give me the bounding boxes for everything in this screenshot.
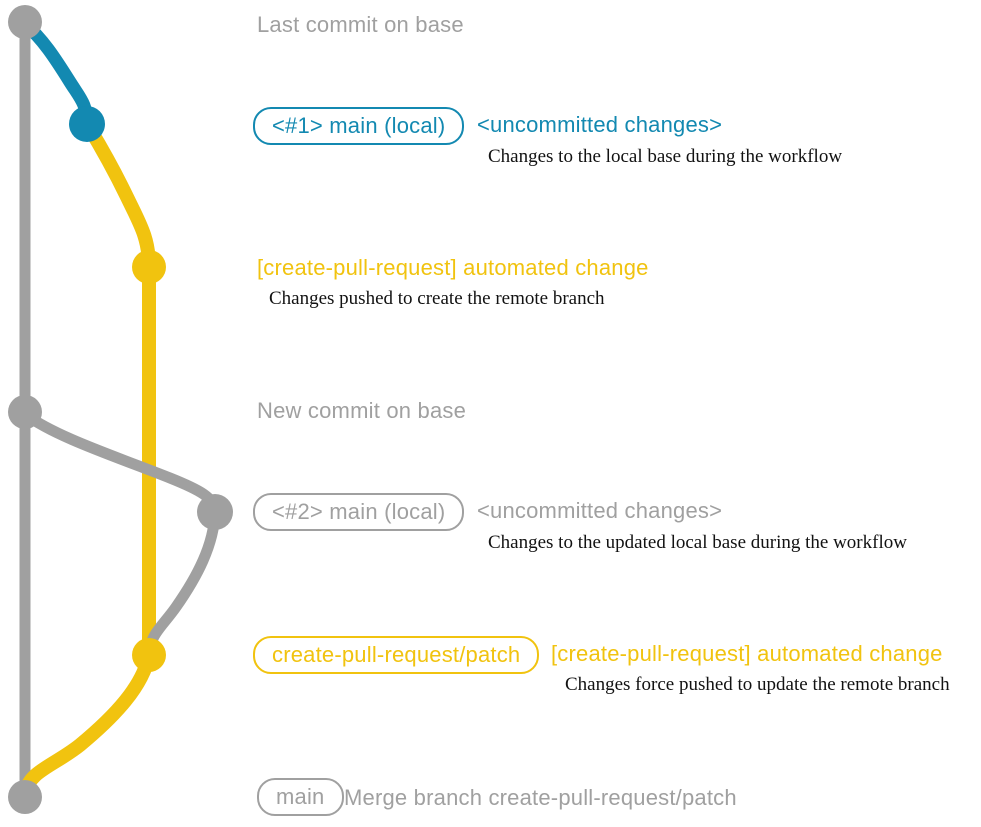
commit-dot-main-local-1 bbox=[69, 106, 105, 142]
git-graph bbox=[8, 5, 233, 814]
commit1-note: Changes to the local base during the wor… bbox=[488, 146, 843, 167]
rebase-curve-in bbox=[143, 506, 221, 661]
commit-dot-base-tip bbox=[8, 5, 42, 39]
patch-branch-out-curve bbox=[80, 117, 156, 274]
branch-badge-main-local-2: <#2> main (local) bbox=[253, 493, 465, 531]
new-commit-label: New commit on base bbox=[257, 398, 467, 423]
merge-curve bbox=[19, 648, 156, 799]
push2-note: Changes force pushed to update the remot… bbox=[565, 674, 950, 695]
branch-badge-patch: create-pull-request/patch bbox=[253, 636, 540, 674]
commit-dot-patch-1 bbox=[132, 250, 166, 284]
last-commit-label: Last commit on base bbox=[257, 12, 464, 37]
rebase-curve-out bbox=[19, 408, 221, 518]
commit-dot-main-local-2 bbox=[197, 494, 233, 530]
branch-badge-main-local-1: <#1> main (local) bbox=[253, 107, 465, 145]
commit2-note: Changes to the updated local base during… bbox=[488, 532, 907, 553]
uncommitted-changes-label-2: <uncommitted changes> bbox=[477, 498, 723, 523]
automated-change-label-2: [create-pull-request] automated change bbox=[551, 641, 943, 666]
automated-change-label-1: [create-pull-request] automated change bbox=[257, 255, 649, 280]
push1-note: Changes pushed to create the remote bran… bbox=[269, 288, 605, 309]
uncommitted-changes-label-1: <uncommitted changes> bbox=[477, 112, 723, 137]
commit-dot-base-new bbox=[8, 395, 42, 429]
commit-dot-merge bbox=[8, 780, 42, 814]
merge-commit-label: Merge branch create-pull-request/patch bbox=[344, 785, 737, 810]
commit-dot-patch-2 bbox=[132, 638, 166, 672]
branch-badge-main: main bbox=[257, 778, 344, 816]
